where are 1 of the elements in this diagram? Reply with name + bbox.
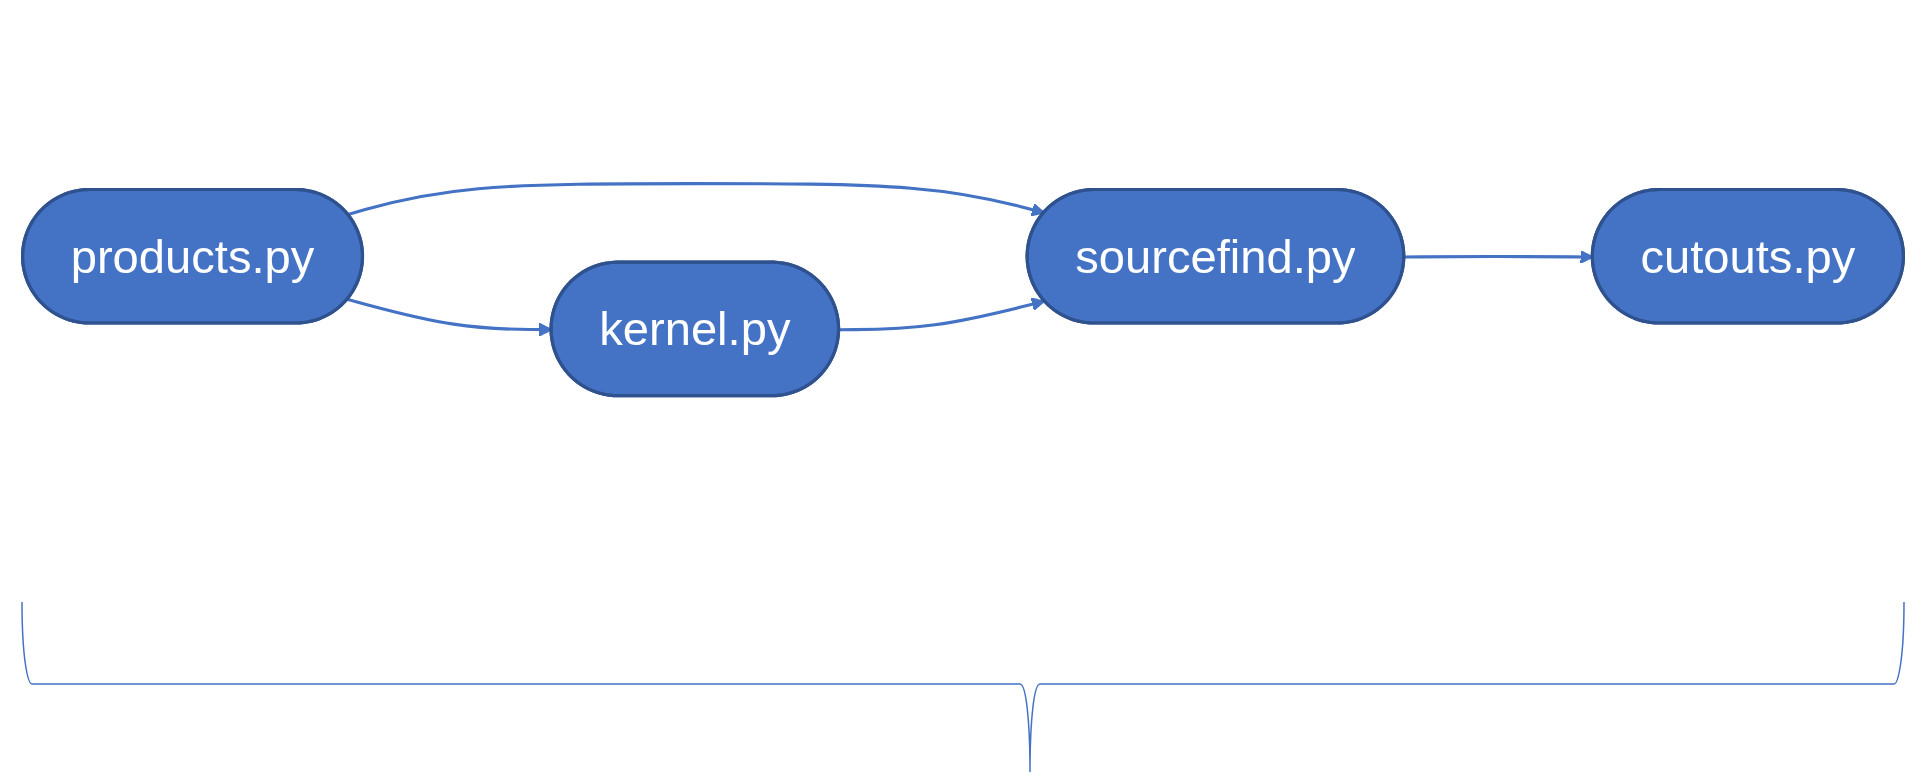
arrow — [839, 297, 1046, 332]
